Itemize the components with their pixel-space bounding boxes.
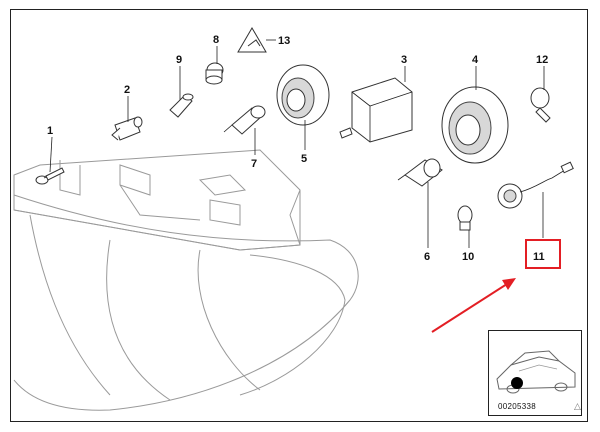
callout-2: 2: [124, 84, 130, 96]
location-marker: [511, 377, 523, 389]
callout-labels: 1 2 3 4 5 6 7 8 9 10 13 12: [47, 34, 548, 263]
part-12-socket[interactable]: [530, 87, 551, 123]
callout-6: 6: [424, 251, 430, 263]
callout-1: 1: [47, 125, 53, 137]
callout-11: 11: [533, 251, 545, 263]
part-10-small-bulb[interactable]: [457, 205, 473, 231]
part-2-clip[interactable]: [111, 116, 143, 141]
part-5-reflector-ring[interactable]: [276, 64, 330, 126]
revision-triangle-icon: △: [574, 402, 581, 412]
part-6-bulb[interactable]: [397, 158, 443, 187]
callout-9: 9: [176, 54, 182, 66]
callout-5: 5: [301, 153, 307, 165]
red-arrow: [431, 278, 516, 333]
car-silhouette: [496, 350, 576, 394]
part-3-control-unit[interactable]: [339, 77, 413, 143]
diagram-frame: [10, 9, 588, 422]
callout-3: 3: [401, 54, 407, 66]
leader-lines: [49, 39, 545, 248]
part-8-socket[interactable]: [205, 62, 224, 85]
vehicle-location-inset: [488, 330, 582, 416]
part-13-warning-label[interactable]: [237, 27, 267, 53]
callout-10: 10: [462, 251, 474, 263]
part-9-bulb[interactable]: [169, 93, 194, 118]
callout-4: 4: [472, 54, 479, 66]
callout-13: 13: [278, 35, 290, 47]
part-4-reflector-ring[interactable]: [441, 86, 509, 164]
part-1-screw[interactable]: [35, 167, 65, 185]
document-number: 00205338: [498, 402, 536, 411]
highlight-callout-11[interactable]: 11: [525, 239, 561, 269]
callout-7: 7: [251, 158, 257, 170]
callout-12: 12: [536, 54, 548, 66]
part-7-bulb[interactable]: [223, 105, 266, 135]
part-11-socket-with-wire[interactable]: [497, 161, 574, 209]
callout-8: 8: [213, 34, 219, 46]
headlight-housing: [13, 149, 359, 411]
